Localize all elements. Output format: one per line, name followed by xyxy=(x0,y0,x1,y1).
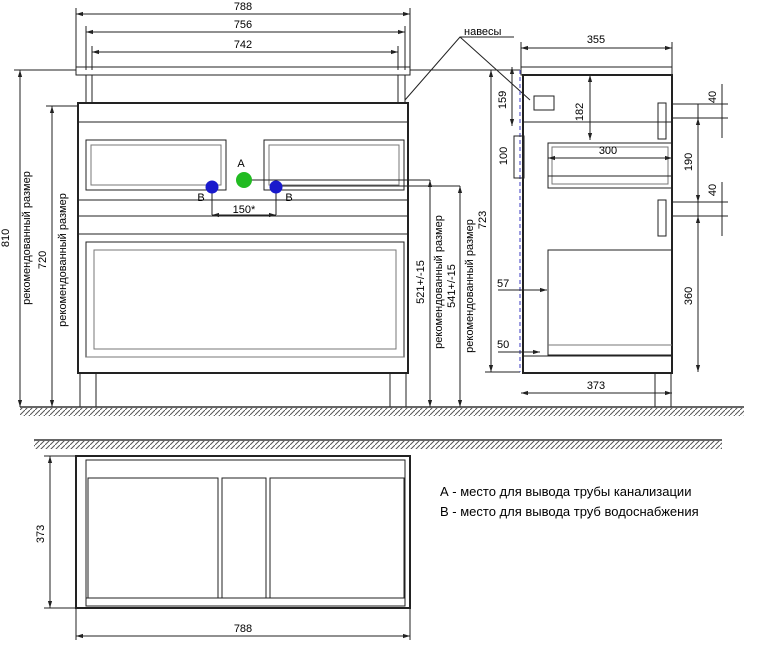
dim-190: 190 xyxy=(683,153,695,171)
point-b-left-label: B xyxy=(197,192,204,204)
dim-373-side: 373 xyxy=(587,380,605,392)
point-b-left-marker xyxy=(205,180,219,194)
legend: А - место для вывода трубы канализации В… xyxy=(440,484,699,519)
dim-541: 541+/-15 xyxy=(446,264,458,308)
hinges-label: навесы xyxy=(464,26,502,38)
dim-742: 742 xyxy=(234,39,252,51)
dim-182: 182 xyxy=(574,103,586,121)
dim-57: 57 xyxy=(497,278,509,290)
dim-355: 355 xyxy=(587,34,605,46)
dim-40-top: 40 xyxy=(707,91,719,103)
legend-a: А - место для вывода трубы канализации xyxy=(440,484,691,499)
plan-view: 373 788 xyxy=(35,455,411,640)
dim-373-plan: 373 xyxy=(35,525,47,543)
dim-756: 756 xyxy=(234,19,252,31)
dim-159: 159 xyxy=(497,91,509,109)
dim-521: 521+/-15 xyxy=(415,260,427,304)
dim-50: 50 xyxy=(497,339,509,351)
dim-541-note: рекомендованный размер xyxy=(464,219,476,353)
point-b-right-marker xyxy=(269,180,283,194)
point-a-marker xyxy=(236,172,252,188)
dim-810-note: рекомендованный размер xyxy=(21,171,33,305)
point-a-label: A xyxy=(237,158,245,170)
side-view: 355 300 159 182 100 57 50 xyxy=(497,34,728,408)
dim-150: 150* xyxy=(233,204,256,216)
front-view: 788 756 742 810 рек xyxy=(0,1,531,408)
dim-810: 810 xyxy=(0,229,12,247)
dim-521-note: рекомендованный размер xyxy=(433,215,445,349)
legend-b: В - место для вывода труб водоснабжения xyxy=(440,504,699,519)
dim-720: 720 xyxy=(37,251,49,269)
dim-100: 100 xyxy=(498,147,510,165)
floor-line xyxy=(20,406,744,449)
dim-300: 300 xyxy=(599,145,617,157)
dim-788-bottom: 788 xyxy=(234,623,252,635)
point-b-right-label: B xyxy=(285,192,292,204)
dim-720-note: рекомендованный размер xyxy=(57,193,69,327)
dim-723: 723 xyxy=(477,211,489,229)
dim-40-mid: 40 xyxy=(707,184,719,196)
dim-788-top: 788 xyxy=(234,1,252,13)
dim-360: 360 xyxy=(683,287,695,305)
